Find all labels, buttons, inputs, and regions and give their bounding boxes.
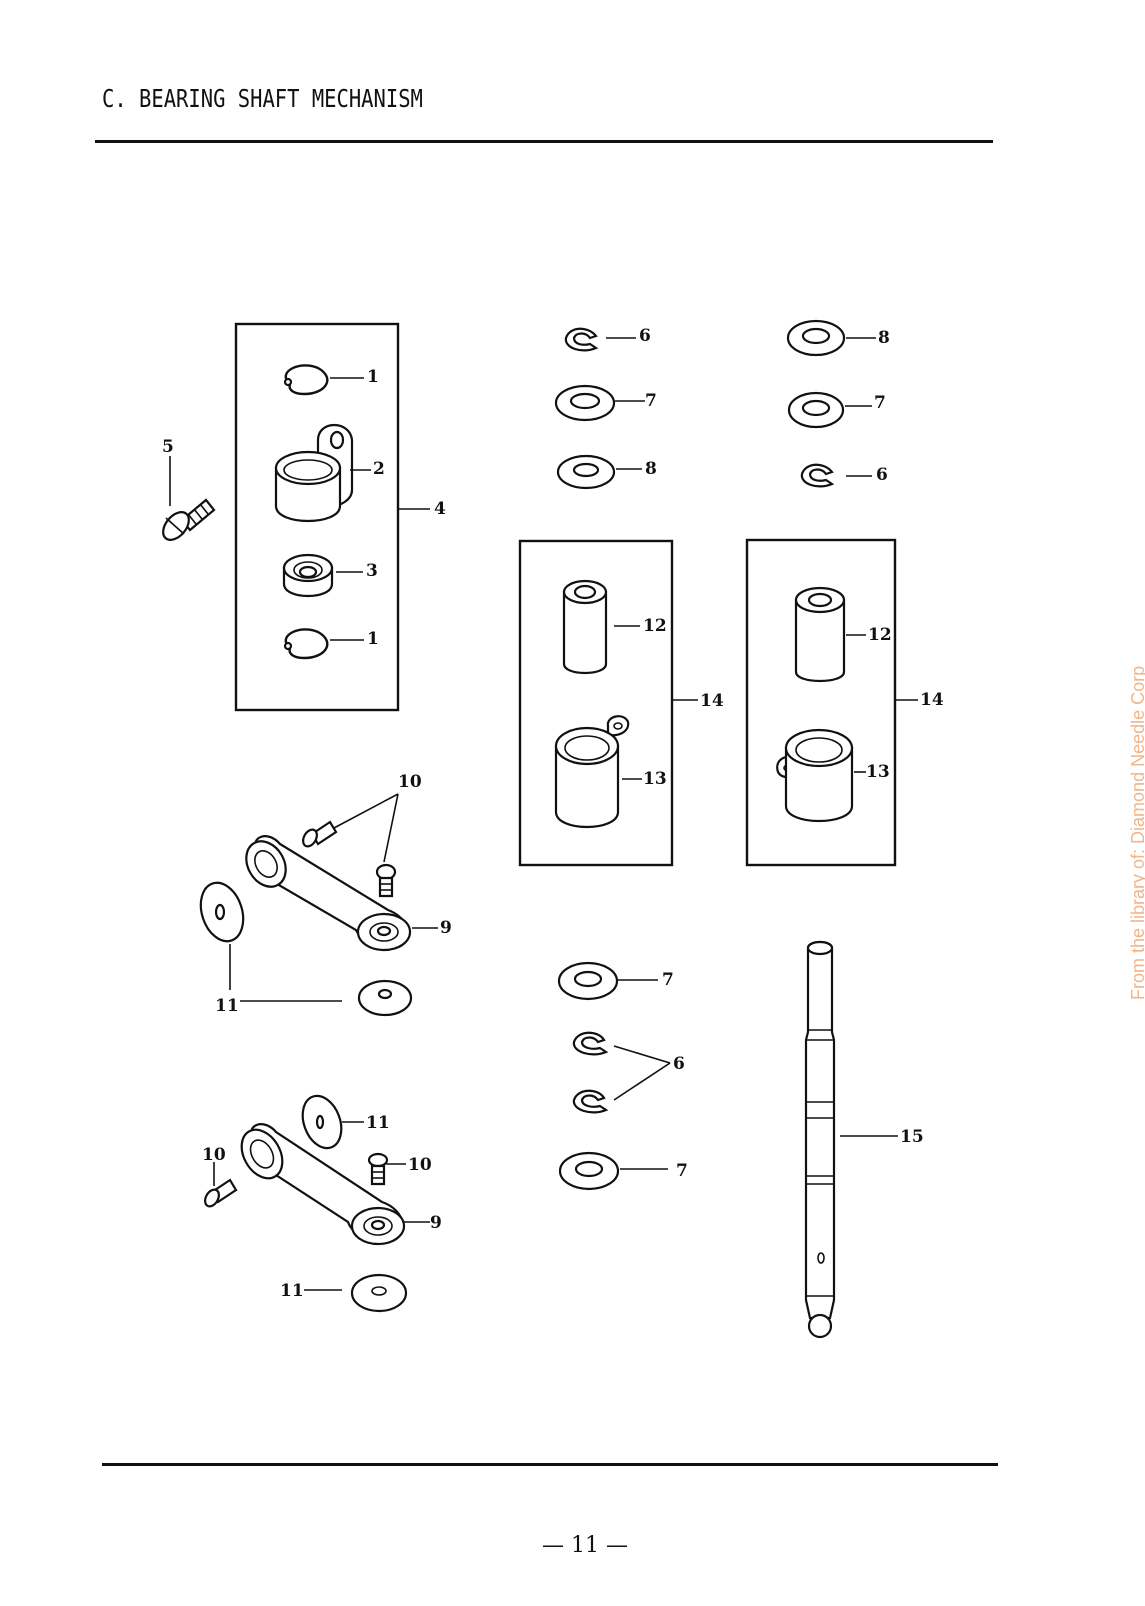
washer-part [556,386,614,420]
screw-part [300,822,336,849]
callout-9: 9 [440,918,452,938]
callout-3: 3 [366,561,378,581]
thrust-washer-part [352,1275,406,1311]
thrust-washer-part [359,981,411,1015]
washer-part [559,963,617,999]
e-ring-part [802,465,832,487]
ball-bearing-part [284,555,332,596]
callout-15: 15 [900,1127,924,1147]
callout-11: 11 [366,1113,390,1133]
screw-part [158,500,214,545]
callout-10: 10 [408,1155,432,1175]
collar-part [777,730,852,821]
callout-6: 6 [876,465,888,485]
callout-1: 1 [367,629,379,649]
callout-10: 10 [202,1145,226,1165]
e-ring-part [574,1091,606,1113]
page-number: — 11 — [0,1533,1145,1558]
callout-1: 1 [367,367,379,387]
callout-7: 7 [645,391,657,411]
collar-part [556,716,628,827]
callout-13: 13 [643,769,667,789]
callout-4: 4 [434,499,446,519]
callout-8: 8 [878,328,890,348]
callout-7: 7 [662,970,674,990]
bearing-shaft-part [806,942,834,1337]
callout-6: 6 [673,1054,685,1074]
bearing-housing-part [276,425,352,521]
thrust-washer-part [296,1090,348,1153]
footer-rule [102,1463,998,1466]
callout-11: 11 [215,996,239,1016]
callout-9: 9 [430,1213,442,1233]
bushing-part [564,581,606,673]
washer-part [788,321,844,355]
library-watermark: From the library of: Diamond Needle Corp [1128,666,1145,1000]
callout-12: 12 [643,616,667,636]
screw-part [369,1154,387,1184]
washer-part [789,393,843,427]
callout-6: 6 [639,326,651,346]
snap-ring-part [285,629,327,658]
callout-14: 14 [920,690,944,710]
callout-5: 5 [162,437,174,457]
bushing-part [796,588,844,681]
callout-14: 14 [700,691,724,711]
callout-12: 12 [868,625,892,645]
washer-part [558,456,614,488]
thrust-washer-part [194,877,251,946]
screw-part [377,865,395,896]
snap-ring-part [285,365,327,394]
screw-part [202,1180,236,1209]
callout-7: 7 [874,393,886,413]
callout-11: 11 [280,1281,304,1301]
washer-part [560,1153,618,1189]
callout-2: 2 [373,459,385,479]
callout-8: 8 [645,459,657,479]
e-ring-part [574,1033,606,1055]
callout-13: 13 [866,762,890,782]
callout-7: 7 [676,1161,688,1181]
callout-10: 10 [398,772,422,792]
e-ring-part [566,329,596,351]
